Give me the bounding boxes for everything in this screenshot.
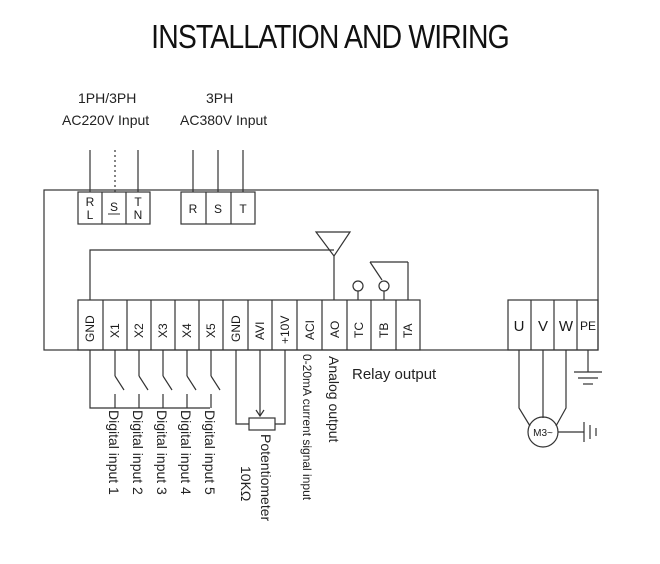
output-terminal-w: W	[559, 318, 574, 335]
control-terminal-avi: AVI	[253, 322, 267, 340]
output-terminal-u: U	[514, 318, 525, 335]
control-terminal-aci: ACI	[303, 320, 317, 340]
label-potentiometer-value: 10KΩ	[238, 466, 254, 502]
pot-gnd-wire	[235, 350, 249, 425]
input-3ph-label-line2: AC380V Input	[180, 112, 268, 128]
input-3ph-label-line1: 3PH	[206, 90, 234, 106]
relay-contact-tc	[352, 280, 364, 292]
output-terminal-pe: PE	[580, 319, 596, 333]
label-digital-input-2: Digital input 2	[130, 410, 146, 495]
control-terminal-x5: X5	[204, 323, 218, 338]
terminal-label-t1: T	[134, 195, 142, 209]
relay-contact-tb	[378, 280, 390, 292]
control-terminal-x2: X2	[132, 323, 146, 338]
control-terminal-tb: TB	[377, 323, 391, 338]
control-terminal-ao: AO	[328, 321, 342, 338]
label-relay-output: Relay output	[352, 366, 437, 383]
label-current-signal-input: 0-20mA current signal input	[300, 354, 314, 501]
pot-10v-wire	[275, 350, 286, 425]
terminal-label-s: S	[214, 202, 222, 216]
output-terminal-block	[507, 299, 599, 351]
terminal-label-r1: R	[86, 195, 95, 209]
control-terminal-10v: +10V	[278, 316, 292, 344]
terminal-label-n: N	[134, 208, 143, 222]
label-digital-input-4: Digital input 4	[178, 410, 194, 495]
potentiometer-symbol	[248, 417, 276, 431]
label-analog-output: Analog output	[326, 356, 342, 443]
control-terminal-gnd2: GND	[229, 315, 243, 342]
control-terminal-ta: TA	[401, 324, 415, 338]
motor-wire-u	[518, 350, 531, 427]
control-terminal-x1: X1	[108, 323, 122, 338]
page-title: INSTALLATION AND WIRING	[151, 18, 509, 55]
input-1ph-label-line1: 1PH/3PH	[78, 90, 137, 106]
label-potentiometer: Potentiometer	[258, 434, 274, 522]
relay-switch	[369, 261, 383, 281]
internal-gnd-bus	[89, 249, 334, 300]
terminal-block-1ph	[77, 191, 151, 225]
output-terminal-v: V	[538, 318, 548, 335]
terminal-label-t: T	[239, 202, 247, 216]
terminal-label-s1: S	[110, 200, 118, 214]
label-digital-input-5: Digital input 5	[202, 410, 218, 495]
terminal-label-l: L	[87, 208, 94, 222]
label-digital-input-3: Digital input 3	[154, 410, 170, 495]
control-terminal-x4: X4	[180, 323, 194, 338]
control-terminal-gnd: GND	[83, 315, 97, 342]
terminal-label-r: R	[189, 202, 198, 216]
motor-label: M3~	[533, 428, 553, 439]
motor-wire-w	[555, 350, 567, 427]
control-terminal-tc: TC	[352, 322, 366, 338]
internal-signal-symbol	[314, 231, 352, 258]
terminal-block-3ph	[180, 191, 256, 225]
input-1ph-label-line2: AC220V Input	[62, 112, 150, 128]
control-terminal-x3: X3	[156, 323, 170, 338]
label-digital-input-1: Digital input 1	[106, 410, 122, 495]
control-terminal-block	[77, 299, 421, 351]
digital-common-line	[89, 350, 210, 409]
